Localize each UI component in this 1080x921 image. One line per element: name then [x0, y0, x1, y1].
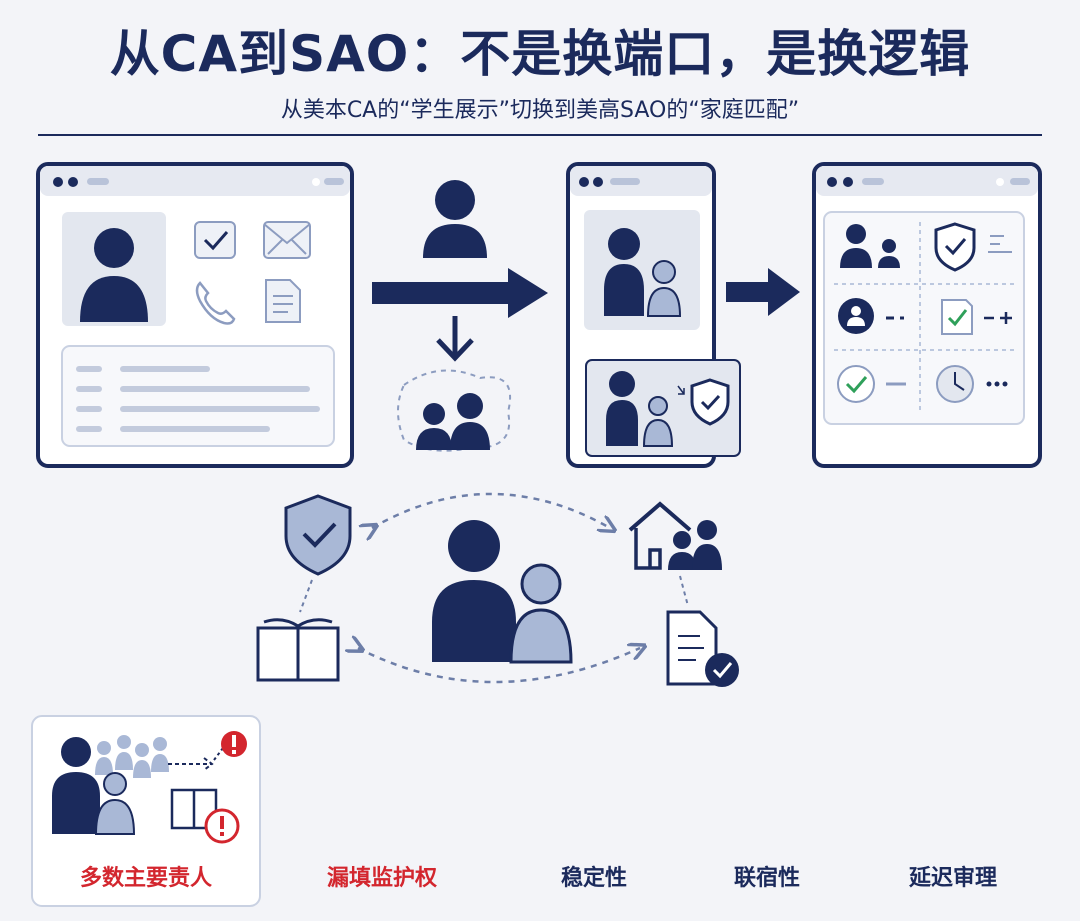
page-subtitle: 从美本CA的“学生展示”切换到美高SAO的“家庭匹配” [280, 98, 800, 123]
check-box-icon [941, 299, 973, 335]
arrow-right-icon [726, 268, 800, 316]
user-circle-icon [838, 298, 874, 334]
sao-family-window [566, 162, 741, 468]
card-label-1: 多数主要责人 [79, 866, 212, 891]
page-title: 从CA到SAO：不是换端口，是换逻辑 [109, 25, 971, 83]
card-label-4: 联宿性 [733, 866, 800, 891]
shield-check-icon [284, 494, 352, 576]
alert-icon [221, 731, 247, 757]
parent-child-small-icon [606, 371, 674, 447]
open-book-icon [256, 618, 340, 682]
card-multiple-guardians [31, 715, 261, 907]
matching-dashboard-window [812, 162, 1042, 468]
shield-check-icon [934, 222, 976, 272]
alert-icon [204, 808, 240, 844]
house-family-icon [628, 501, 722, 570]
parent-child-large-icon [432, 520, 573, 664]
phone-icon [195, 281, 236, 325]
mail-icon [263, 221, 311, 259]
clock-icon [936, 365, 974, 403]
single-person-icon [423, 180, 487, 258]
shield-check-icon [690, 378, 730, 426]
checkbox-icon [194, 221, 236, 259]
card-label-2: 漏填监护权 [326, 866, 437, 891]
card-label-3: 稳定性 [560, 866, 627, 891]
open-book-icon [170, 788, 218, 830]
ca-student-window [36, 162, 354, 468]
document-icon [265, 279, 301, 323]
arrow-right-icon [372, 268, 548, 318]
student-avatar-icon [80, 228, 148, 322]
check-circle-icon [837, 365, 875, 403]
student-to-family-transition [372, 180, 548, 452]
title-divider [38, 134, 1042, 136]
arrow-down-icon [436, 316, 474, 362]
guardians-group-icon [52, 737, 136, 835]
card-label-5: 延迟审理 [908, 866, 997, 891]
parent-child-icon [604, 228, 682, 317]
family-icon [416, 393, 490, 450]
document-check-icon [666, 610, 739, 687]
family-matching-cycle [256, 492, 739, 687]
family-icon [840, 224, 900, 268]
